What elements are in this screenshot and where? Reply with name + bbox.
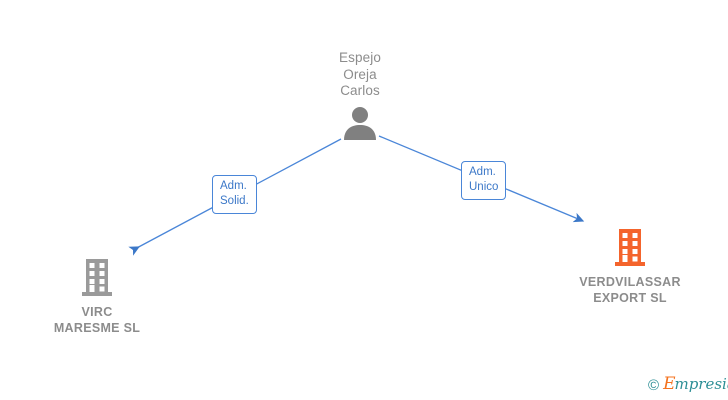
person-node[interactable]: Espejo Oreja Carlos (300, 50, 420, 140)
building-icon (530, 226, 728, 268)
brand-initial: E (663, 374, 676, 394)
company-name-label: VIRC MARESME SL (53, 305, 141, 335)
relation-label-adm-solid[interactable]: Adm. Solid. (212, 175, 257, 214)
company-node-verdvilassar-export[interactable]: VERDVILASSAR EXPORT SL (530, 226, 728, 306)
person-name-label: Espejo Oreja Carlos (339, 50, 381, 98)
empresia-watermark: © Empresia (648, 376, 728, 394)
building-icon (0, 256, 197, 298)
brand-name: mpresia (674, 375, 728, 393)
person-icon (300, 106, 420, 140)
company-node-virc-maresme[interactable]: VIRC MARESME SL (0, 256, 197, 336)
copyright-icon: © (648, 376, 660, 394)
relation-label-adm-unico[interactable]: Adm. Unico (461, 161, 507, 200)
company-name-label: VERDVILASSAR EXPORT SL (579, 275, 681, 305)
